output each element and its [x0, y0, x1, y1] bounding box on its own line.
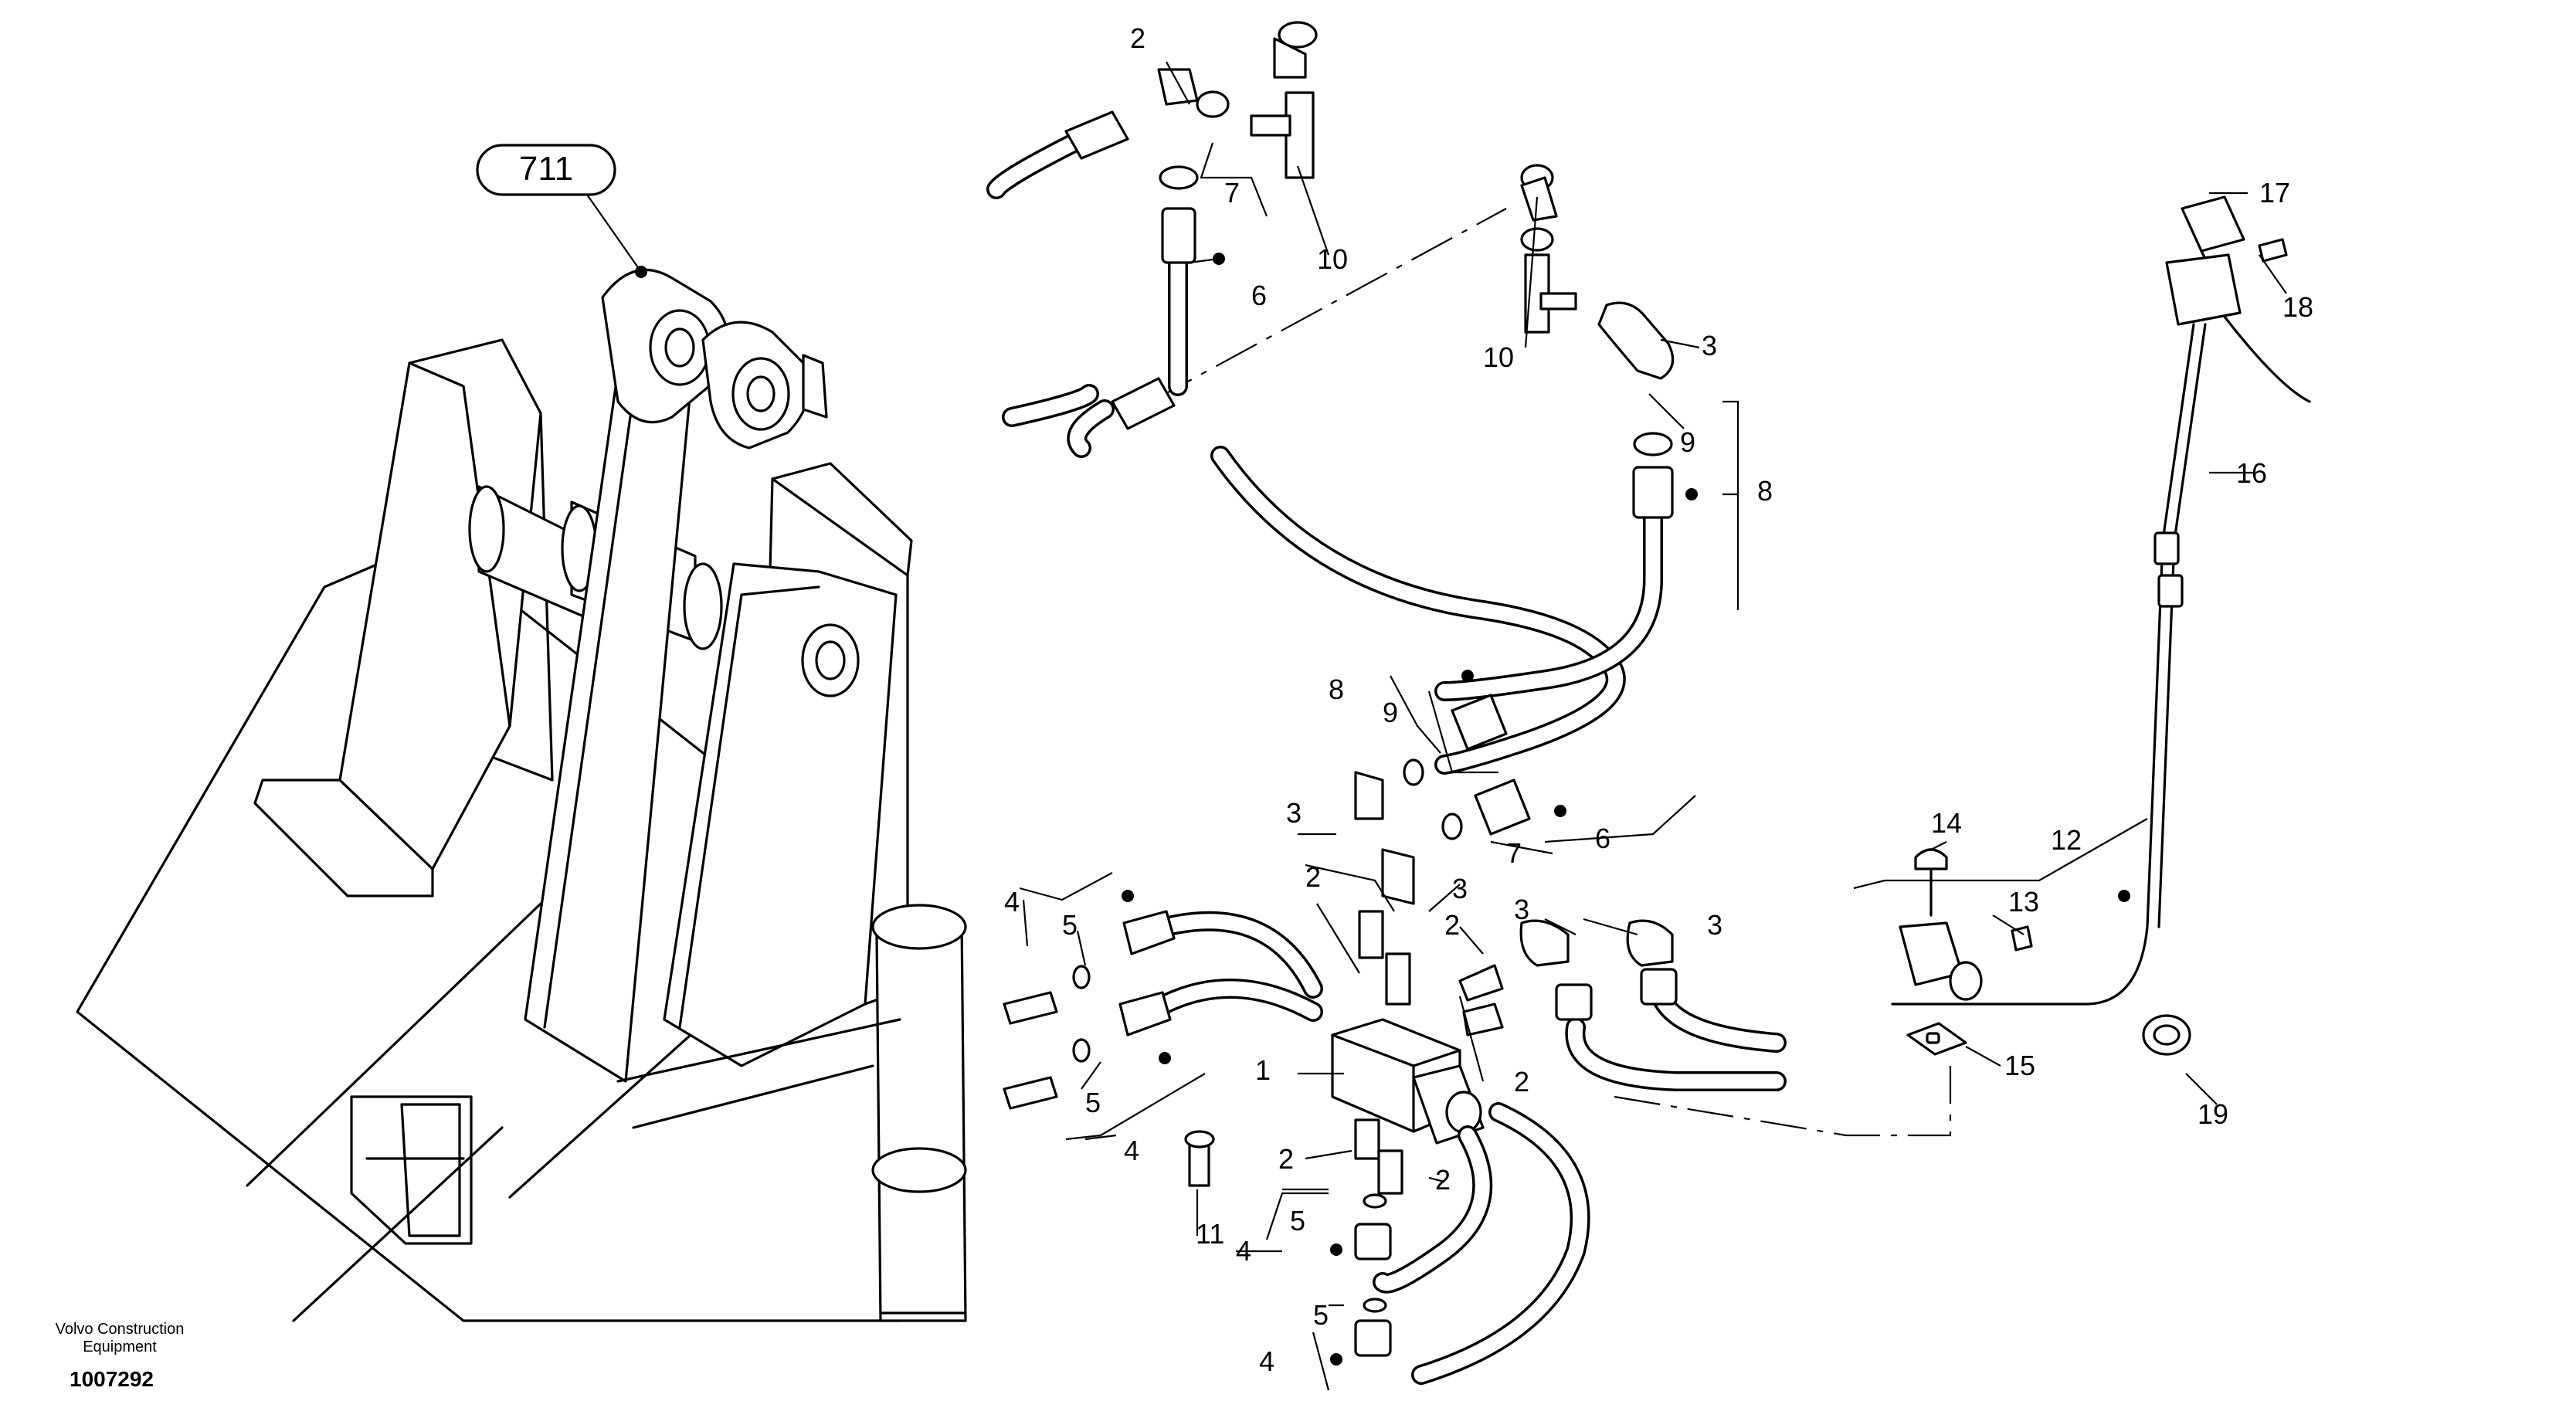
callout-9: 9	[1680, 426, 1695, 458]
callout-4: 4	[1236, 1235, 1251, 1267]
callout-3: 2	[1130, 22, 1145, 54]
callout-3: 3	[1707, 909, 1722, 941]
callout-8: 8	[1329, 673, 1344, 705]
valve-block-assembly	[1003, 694, 1787, 1385]
boom-structure	[76, 268, 967, 1322]
footer: Volvo Construction Equipment 1007292	[56, 1321, 185, 1391]
callout-5: 5	[1085, 1087, 1101, 1118]
callout-5: 5	[1313, 1299, 1329, 1331]
callout-3: 3	[1702, 330, 1717, 361]
callout-15: 15	[2004, 1050, 2035, 1081]
callout-1: 1	[1255, 1054, 1271, 1086]
callout-3: 3	[1452, 873, 1468, 904]
callout-2: 2	[1435, 1164, 1451, 1196]
callout-9: 9	[1383, 697, 1398, 728]
reference-badge: 711	[476, 144, 647, 278]
callout-labels: 2 7 10 6 10 3 9 8 8 9 3 6 7 3 2 4 5 2 3 …	[1004, 22, 2313, 1377]
callout-6: 6	[1595, 823, 1610, 854]
callout-10: 10	[1483, 341, 1514, 373]
callout-17: 17	[2259, 177, 2290, 209]
callout-12: 12	[2051, 824, 2082, 856]
callout-18: 18	[2282, 291, 2313, 323]
callout-14: 14	[1931, 807, 1962, 839]
company-name-line2: Equipment	[83, 1338, 157, 1355]
callout-8: 8	[1757, 475, 1773, 507]
callout-7: 7	[1506, 837, 1522, 869]
company-name-line1: Volvo Construction	[56, 1321, 185, 1338]
callout-4: 4	[1259, 1345, 1274, 1377]
callout-3: 3	[1514, 894, 1529, 925]
callout-4: 4	[1124, 1135, 1139, 1166]
callout-4: 4	[1004, 886, 1020, 918]
callout-6: 6	[1251, 280, 1267, 311]
callout-10: 10	[1317, 243, 1348, 275]
reference-badge-label: 711	[519, 150, 573, 188]
callout-16: 16	[2236, 457, 2267, 489]
upper-hoses	[986, 21, 1675, 775]
callout-11: 11	[1196, 1218, 1224, 1250]
callout-7: 7	[1224, 177, 1240, 209]
leader-lines	[1019, 61, 2287, 1391]
drawing-number: 1007292	[70, 1367, 154, 1391]
callout-2: 2	[1278, 1143, 1294, 1175]
callout-5: 5	[1062, 909, 1078, 941]
callout-2: 2	[1514, 1066, 1529, 1098]
callout-5: 5	[1290, 1205, 1305, 1237]
callout-19: 19	[2198, 1098, 2228, 1130]
callout-13: 13	[2008, 886, 2039, 918]
electrical-harness	[1891, 195, 2311, 1056]
callout-3: 3	[1286, 797, 1302, 829]
dash-leaders	[1150, 208, 1952, 1137]
callout-2: 2	[1444, 909, 1460, 941]
callout-2: 2	[1305, 861, 1321, 893]
